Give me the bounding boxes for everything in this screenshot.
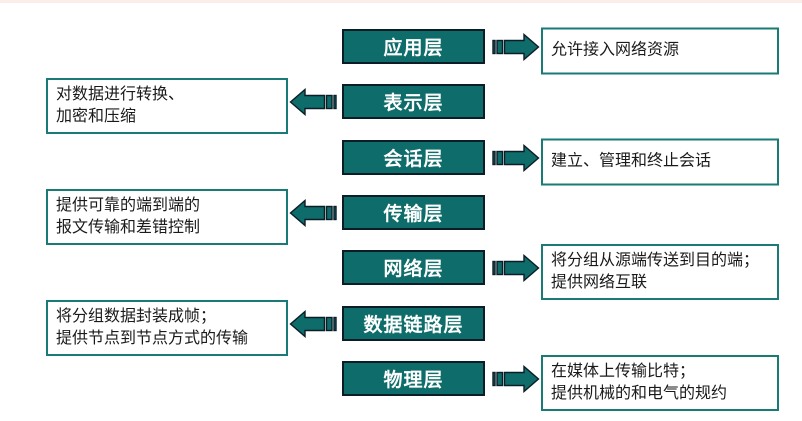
layer-description-box: 提供可靠的端到端的 报文传输和差错控制 — [46, 188, 288, 245]
layer-description-box: 在媒体上传输比特； 提供机械的和电气的规约 — [541, 354, 779, 411]
layer-description-box: 将分组数据封装成帧； 提供节点到节点方式的传输 — [46, 299, 288, 356]
layer-label: 会话层 — [383, 149, 444, 170]
layer-description: 提供可靠的端到端的 报文传输和差错控制 — [56, 196, 201, 236]
striped-arrow-left-icon — [289, 198, 337, 227]
layer-label: 物理层 — [383, 370, 444, 391]
layer-box: 传输层 — [342, 195, 485, 230]
layer-description-box: 建立、管理和终止会话 — [541, 138, 779, 185]
layer-description: 将分组数据封装成帧； 提供节点到节点方式的传输 — [56, 307, 249, 347]
striped-arrow-right-icon — [492, 253, 540, 282]
layer-description: 建立、管理和终止会话 — [551, 152, 712, 170]
layer-label: 网络层 — [383, 259, 444, 280]
layer-description-box: 将分组从源端传送到目的端； 提供网络互联 — [541, 243, 779, 300]
layer-label: 数据链路层 — [363, 315, 464, 336]
layer-box: 数据链路层 — [342, 306, 485, 341]
striped-arrow-left-icon — [289, 87, 337, 116]
layer-box: 会话层 — [342, 140, 485, 175]
layer-label: 传输层 — [383, 204, 444, 225]
striped-arrow-left-icon — [289, 309, 337, 338]
layer-box: 表示层 — [342, 84, 485, 119]
layer-label: 应用层 — [383, 38, 444, 59]
striped-arrow-right-icon — [492, 32, 540, 61]
striped-arrow-right-icon — [492, 143, 540, 172]
layer-box: 应用层 — [342, 29, 485, 64]
page-top-strip — [0, 0, 802, 3]
layer-description: 在媒体上传输比特； 提供机械的和电气的规约 — [551, 362, 728, 402]
layer-description: 将分组从源端传送到目的端； 提供网络互联 — [551, 251, 760, 291]
layer-label: 表示层 — [383, 93, 444, 114]
layer-description-box: 允许接入网络资源 — [541, 27, 779, 74]
layer-description-box: 对数据进行转换、 加密和压缩 — [46, 77, 288, 134]
layer-description: 允许接入网络资源 — [551, 41, 680, 59]
layer-box: 物理层 — [342, 361, 485, 396]
layer-box: 网络层 — [342, 250, 485, 285]
layer-description: 对数据进行转换、 加密和压缩 — [56, 85, 185, 125]
striped-arrow-right-icon — [492, 364, 540, 393]
